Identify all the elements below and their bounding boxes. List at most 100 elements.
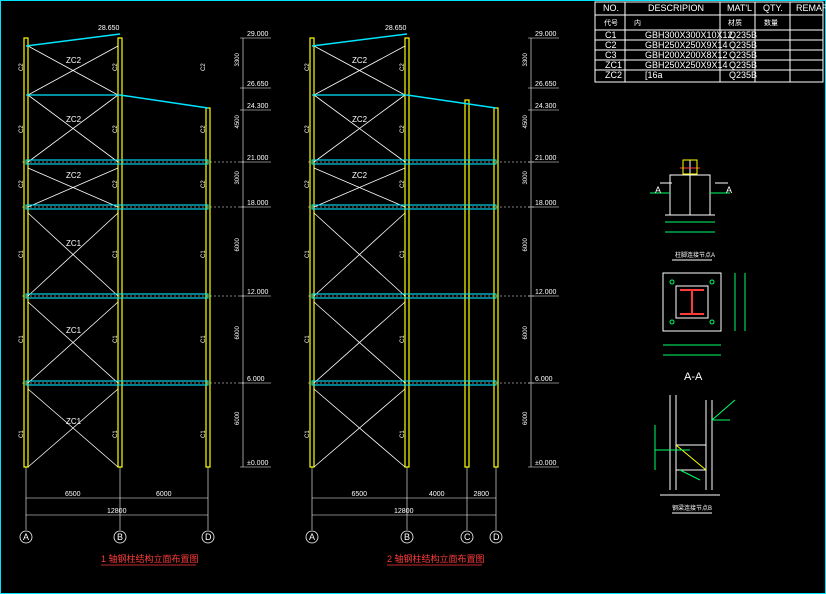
detail-column-base <box>650 159 730 233</box>
table-header: DESCRIPION <box>648 3 704 13</box>
table-cell: Q235B <box>729 50 757 60</box>
column-label: C1 <box>113 335 119 343</box>
axis-label: B <box>117 532 123 542</box>
table-cell: ZC2 <box>605 70 622 80</box>
table-cell: Q235B <box>729 40 757 50</box>
axis-label: A <box>23 532 29 542</box>
column-label: C1 <box>400 250 406 258</box>
column-label: C2 <box>113 125 119 133</box>
table-header: REMARK <box>796 3 826 13</box>
brace-label: ZC1 <box>66 417 82 426</box>
brace-label: ZC2 <box>66 115 82 124</box>
dim-horizontal: 6500 <box>65 491 81 498</box>
brace <box>27 167 119 208</box>
brace <box>313 94 406 163</box>
axis-label: D <box>205 532 212 542</box>
level-label: 21.000 <box>247 155 269 162</box>
level-label: ±0.000 <box>247 460 268 467</box>
brace <box>27 45 119 96</box>
brace-label: ZC2 <box>66 171 82 180</box>
axis-bubble <box>113 530 127 544</box>
elevation-title: 2 轴钢柱结构立面布置图 <box>387 553 485 564</box>
column-label: C1 <box>400 335 406 343</box>
column <box>464 99 470 468</box>
column-label: C2 <box>201 63 207 71</box>
dim-vertical: 3000 <box>523 170 529 184</box>
table-cell: GBH250X250X9X14 <box>645 40 728 50</box>
brace-label: ZC2 <box>352 115 368 124</box>
table-cell: GBH300X300X10X12 <box>645 30 733 40</box>
brace-label: ZC2 <box>352 56 368 65</box>
column-label: C2 <box>305 63 311 71</box>
table-cell: Q235B <box>729 70 757 80</box>
table-cell: [16a <box>645 70 663 80</box>
dim-vertical: 6000 <box>523 237 529 251</box>
brace-label: ZC2 <box>352 171 368 180</box>
brace <box>313 388 406 468</box>
column-label: C1 <box>305 430 311 438</box>
level-label: 24.300 <box>247 103 269 110</box>
beam <box>311 380 497 386</box>
table-header-sub: 代号 <box>604 18 618 27</box>
dim-total: 12800 <box>107 508 127 515</box>
section-label: A-A <box>684 371 703 383</box>
table-cell: ZC1 <box>605 60 622 70</box>
table-header: NO. <box>603 3 619 13</box>
column-label: C2 <box>19 63 25 71</box>
beam <box>25 159 209 165</box>
column-label: C1 <box>201 250 207 258</box>
brace-label: ZC2 <box>66 56 82 65</box>
column-label: C1 <box>201 430 207 438</box>
beam <box>311 159 497 165</box>
dim-horizontal: 4000 <box>429 491 445 498</box>
table-cell: C3 <box>605 50 617 60</box>
brace <box>313 167 406 208</box>
column-label: C2 <box>19 180 25 188</box>
column-label: C1 <box>201 335 207 343</box>
column-label: C1 <box>305 335 311 343</box>
brace-label: ZC1 <box>66 239 82 248</box>
brace-label: ZC1 <box>66 326 82 335</box>
level-label: 6.000 <box>247 376 265 383</box>
brace <box>313 212 406 297</box>
level-label: 21.000 <box>535 155 557 162</box>
elevation-axis-1: 29.00026.65024.30021.00018.00012.0006.00… <box>19 25 271 566</box>
level-label: 26.650 <box>247 81 269 88</box>
table-header-sub: 材质 <box>728 18 742 27</box>
column-label: C2 <box>201 125 207 133</box>
level-label: 12.000 <box>247 289 269 296</box>
brace <box>27 94 119 163</box>
dim-vertical: 6000 <box>235 237 241 251</box>
dim-vertical: 6000 <box>523 325 529 339</box>
column-label: C1 <box>19 430 25 438</box>
axis-label: C <box>464 532 471 542</box>
column-label: C2 <box>305 125 311 133</box>
axis-bubble <box>201 530 215 544</box>
dim-vertical: 4500 <box>235 114 241 128</box>
axis-label: A <box>309 532 315 542</box>
column-label: C2 <box>400 63 406 71</box>
dim-total: 12800 <box>394 508 414 515</box>
axis-label: D <box>493 532 500 542</box>
column-label: C2 <box>113 180 119 188</box>
table-cell: Q235B <box>729 30 757 40</box>
column-label: C2 <box>19 125 25 133</box>
material-table <box>594 1 824 83</box>
elevation-axis-2: 29.00026.65024.30021.00018.00012.0006.00… <box>305 25 559 566</box>
beam <box>25 293 209 299</box>
axis-bubble <box>400 530 414 544</box>
roof-beam <box>311 33 408 47</box>
top-level-label: 28.650 <box>98 25 120 32</box>
dim-vertical: 3300 <box>523 52 529 66</box>
table-header: QTY. <box>763 3 783 13</box>
dim-vertical: 3000 <box>235 170 241 184</box>
beam <box>25 380 209 386</box>
table-cell: Q235B <box>729 60 757 70</box>
level-label: 24.300 <box>535 103 557 110</box>
section-mark-left: A <box>655 185 661 195</box>
brace <box>27 212 119 297</box>
beam <box>311 293 497 299</box>
dim-horizontal: 6500 <box>352 491 368 498</box>
beam <box>311 204 497 210</box>
column-label: C2 <box>400 125 406 133</box>
